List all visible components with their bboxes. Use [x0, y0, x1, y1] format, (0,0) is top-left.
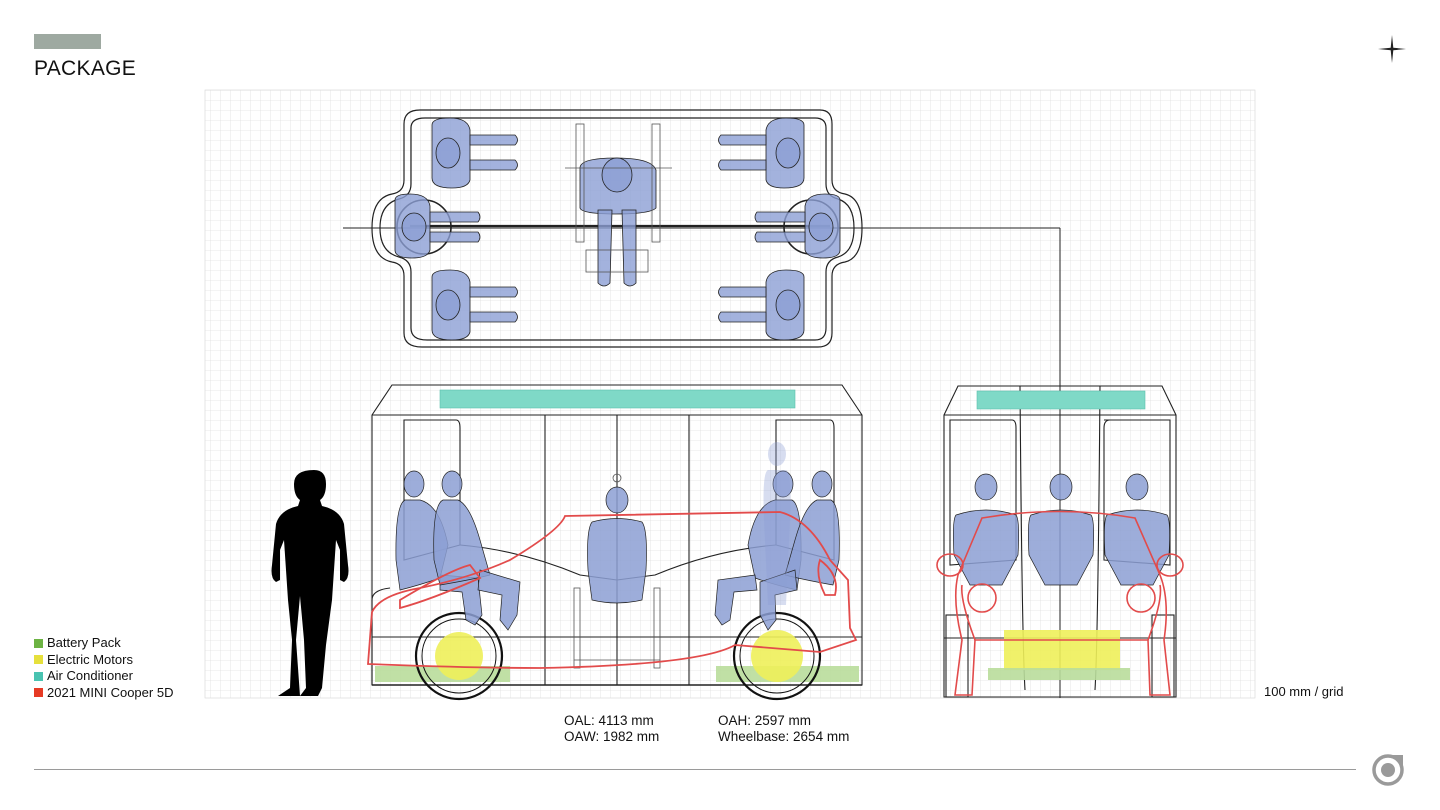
spec-column-right: OAH: 2597 mm Wheelbase: 2654 mm — [718, 713, 849, 745]
title-accent-bar — [34, 34, 101, 49]
wheelchair-frame-top — [565, 123, 672, 273]
spec-oaw: OAW: 1982 mm — [564, 729, 660, 744]
spec-column-left: OAL: 4113 mm OAW: 1982 mm — [564, 713, 659, 745]
ring-logo-icon — [1372, 754, 1404, 786]
footer-divider — [34, 769, 1356, 770]
standing-ghost-occupant — [763, 442, 791, 605]
mini-cooper-outline-front — [936, 510, 1184, 696]
electric-motor-front — [435, 632, 483, 680]
seated-occupant-top-left-end — [394, 193, 481, 259]
legend-swatch-battery — [34, 638, 43, 648]
ac-unit-side — [439, 389, 796, 409]
four-point-star-icon — [1378, 35, 1406, 63]
component-legend: Battery Pack Electric Motors Air Conditi… — [34, 635, 173, 701]
rear-wheel-side — [732, 611, 822, 701]
legend-label-mini: 2021 MINI Cooper 5D — [47, 684, 174, 700]
spec-wheelbase: Wheelbase: 2654 mm — [718, 729, 850, 744]
front-view-occupants — [952, 473, 1171, 586]
legend-label-battery: Battery Pack — [47, 635, 121, 650]
ac-unit-front — [976, 390, 1146, 410]
seated-occupant-front-left — [952, 473, 1020, 586]
seated-occupant-side-left-2 — [433, 470, 521, 631]
mini-cooper-outline-side — [367, 511, 858, 669]
seated-occupant-top-right-rear — [718, 269, 805, 341]
seated-occupant-top-left-rear — [431, 269, 518, 341]
legend-swatch-motors — [34, 655, 43, 665]
top-view-occupants — [394, 117, 841, 341]
legend-swatch-air-conditioner — [34, 671, 43, 681]
seated-occupant-front-right — [1103, 473, 1171, 586]
seated-occupant-top-right-front — [718, 117, 805, 189]
electric-motor-front-view — [1004, 630, 1120, 670]
page-title: PACKAGE — [34, 57, 137, 80]
legend-item-mini: 2021 MINI Cooper 5D — [34, 685, 173, 702]
legend-item-battery: Battery Pack — [34, 635, 173, 652]
seated-occupant-top-right-end — [754, 193, 841, 259]
legend-swatch-mini — [34, 688, 43, 698]
battery-pack-front-view — [988, 668, 1130, 680]
spec-oah: OAH: 2597 mm — [718, 713, 812, 728]
legend-item-air-conditioner: Air Conditioner — [34, 668, 173, 685]
seated-occupant-side-center — [587, 486, 647, 604]
side-view-occupants — [395, 470, 840, 631]
spec-oal: OAL: 4113 mm — [564, 713, 654, 728]
legend-item-motors: Electric Motors — [34, 652, 173, 669]
wheelchair-frame-side — [573, 473, 661, 669]
seated-occupant-front-center — [1027, 473, 1095, 586]
grid-scale-label: 100 mm / grid — [1264, 684, 1344, 699]
seated-occupant-top-left-front — [431, 117, 518, 189]
wheelchair-occupant-top — [579, 157, 657, 287]
legend-label-air-conditioner: Air Conditioner — [47, 668, 133, 683]
human-scale-silhouette — [271, 470, 349, 696]
electric-motor-rear — [751, 630, 803, 682]
legend-label-motors: Electric Motors — [47, 651, 133, 667]
